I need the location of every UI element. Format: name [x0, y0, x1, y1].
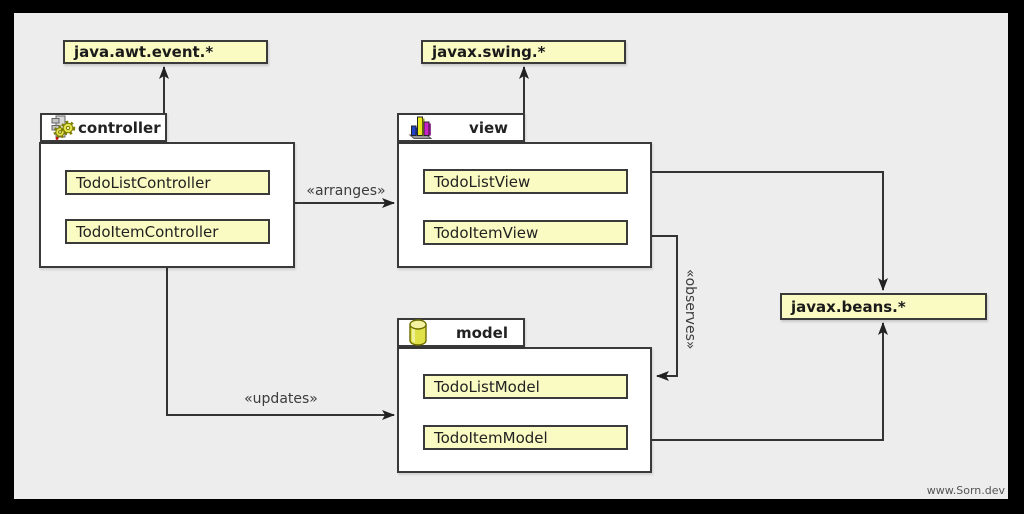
relation-label-arranges: «arranges»: [306, 183, 386, 199]
class-label-todolistcontroller: TodoListController: [76, 173, 211, 192]
package-body-view: TodoListView TodoItemView: [397, 142, 652, 268]
relation-label-observes: «observes»: [682, 268, 698, 350]
external-package-swing: javax.swing.*: [421, 40, 626, 64]
relation-label-updates: «updates»: [244, 391, 318, 407]
external-package-beans: javax.beans.*: [780, 293, 987, 320]
class-box-todolistview: TodoListView: [423, 169, 628, 194]
external-package-awt-event: java.awt.event.*: [63, 40, 268, 64]
package-label-model: model: [456, 323, 508, 342]
class-box-todoitemmodel: TodoItemModel: [423, 425, 628, 450]
package-body-controller: TodoListController TodoItemController: [39, 142, 295, 268]
package-label-controller: controller: [78, 118, 161, 137]
class-box-todoitemview: TodoItemView: [423, 220, 628, 245]
external-package-beans-label: javax.beans.*: [791, 297, 906, 316]
bar-chart-icon: [405, 114, 435, 141]
package-tab-view: view: [397, 113, 525, 142]
package-tab-controller: controller: [40, 113, 167, 142]
class-label-todoitemcontroller: TodoItemController: [76, 222, 219, 241]
gears-icon: [48, 115, 78, 141]
package-tab-model: model: [397, 318, 525, 347]
class-box-todolistmodel: TodoListModel: [423, 374, 628, 399]
external-package-swing-label: javax.swing.*: [432, 43, 546, 61]
arrow-observes: [652, 235, 678, 381]
class-label-todolistmodel: TodoListModel: [434, 377, 540, 396]
external-package-awt-event-label: java.awt.event.*: [74, 43, 214, 61]
package-body-model: TodoListModel TodoItemModel: [397, 347, 652, 473]
diagram-canvas: java.awt.event.* javax.swing.* javax.bea…: [14, 13, 1008, 499]
watermark: www.Sorn.dev: [926, 484, 1005, 497]
class-box-todolistcontroller: TodoListController: [65, 170, 270, 195]
class-label-todoitemmodel: TodoItemModel: [434, 428, 548, 447]
class-label-todoitemview: TodoItemView: [434, 223, 539, 242]
package-label-view: view: [469, 118, 508, 137]
database-cylinder-icon: [405, 318, 431, 347]
class-label-todolistview: TodoListView: [434, 172, 531, 191]
class-box-todoitemcontroller: TodoItemController: [65, 219, 270, 244]
